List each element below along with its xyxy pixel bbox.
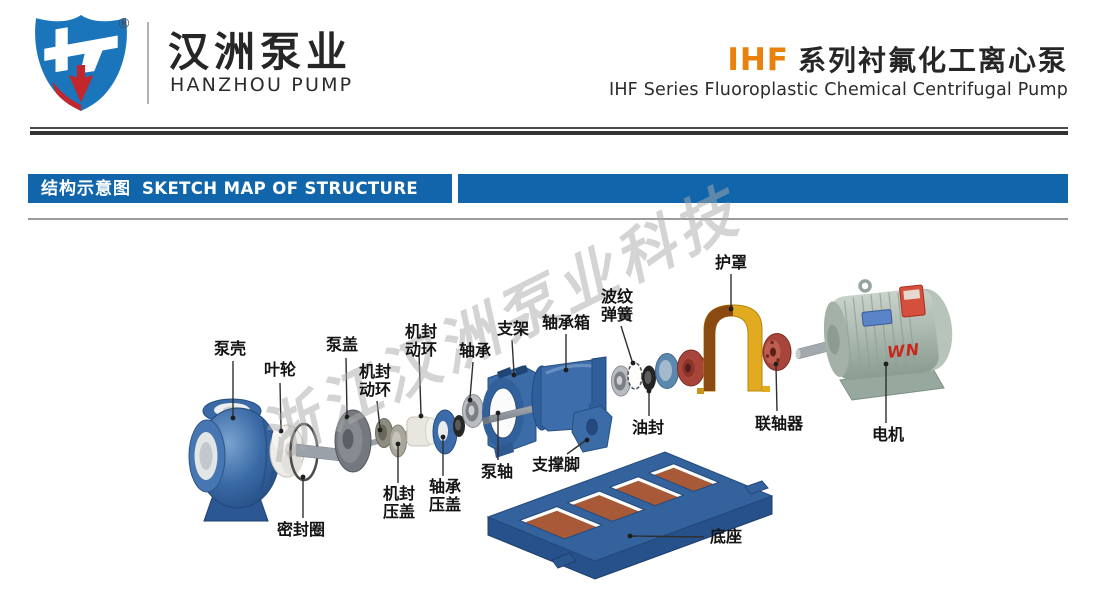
impeller-graphic: [269, 424, 305, 478]
bearing-gland-graphic: [432, 409, 458, 455]
part-label-mech-seal-rotary-ring-1: 机封动环: [358, 362, 391, 399]
part-label-bearing-gland: 轴承压盖: [428, 477, 461, 514]
part-label-support-foot: 支撑脚: [531, 455, 581, 475]
bearing-right-graphic: [611, 365, 631, 397]
pump-cover-graphic: [334, 409, 372, 473]
section-banner-tail: [458, 174, 1068, 203]
leader-dots: [230, 306, 889, 539]
part-label-bracket: 支架: [496, 319, 530, 339]
section-banner: 结构示意图 SKETCH MAP OF STRUCTURE: [28, 174, 452, 203]
bearing-cover-ring-graphic: [655, 353, 679, 389]
part-label-impeller: 叶轮: [263, 360, 297, 380]
motor-brand-text: WN: [886, 340, 921, 362]
registered-trademark-symbol: ®: [117, 16, 131, 32]
motor-graphic: WN: [795, 279, 953, 401]
coupling-half-b-graphic: [762, 333, 792, 371]
mech-seal-rotary-ring-2-graphic: [406, 416, 437, 447]
base-graphic: [486, 451, 774, 580]
part-label-pump-shaft: 泵轴: [480, 462, 514, 482]
company-logo-shield-icon: [35, 15, 127, 111]
part-label-motor: 电机: [871, 425, 905, 445]
part-label-mech-seal-gland: 机封压盖: [382, 484, 415, 521]
part-label-pump-cover: 泵盖: [325, 335, 359, 355]
part-label-bearing: 轴承: [458, 341, 492, 361]
header-divider: [147, 22, 149, 104]
part-label-guard: 护罩: [714, 253, 748, 273]
oil-seal-graphic: [642, 365, 656, 391]
section-rule: [28, 218, 1068, 220]
part-label-bearing-housing: 轴承箱: [541, 313, 591, 333]
section-title-chinese: 结构示意图: [41, 179, 131, 199]
support-foot-graphic: [571, 401, 613, 453]
section-title-english: SKETCH MAP OF STRUCTURE: [142, 179, 419, 198]
product-title-english: IHF Series Fluoroplastic Chemical Centri…: [608, 80, 1068, 100]
header-rule-thin: [30, 127, 1068, 129]
wave-spring-graphic: [627, 362, 643, 390]
part-label-coupling: 联轴器: [754, 414, 804, 434]
brand-name-chinese: 汉洲泵业: [168, 28, 352, 76]
header-rule-thick: [30, 131, 1068, 135]
part-label-seal-ring: 密封圈: [276, 520, 326, 540]
series-code: IHF: [727, 42, 789, 78]
pump-casing-graphic: [188, 398, 280, 522]
part-label-oil-seal: 油封: [631, 418, 665, 438]
leader-lines: [232, 274, 887, 538]
part-label-wave-spring: 波纹弹簧: [600, 287, 633, 324]
part-label-base: 底座: [709, 527, 743, 547]
part-label-mech-seal-rotary-ring-2: 机封动环: [404, 322, 437, 359]
guard-graphic: [697, 304, 770, 394]
brand-name-english: HANZHOU PUMP: [170, 74, 354, 96]
black-ring-graphic: [453, 415, 465, 437]
product-title-chinese: 系列衬氟化工离心泵: [797, 44, 1068, 77]
coupling-half-a-graphic: [677, 349, 706, 387]
bearing-graphic: [462, 394, 484, 428]
part-label-pump-casing: 泵壳: [213, 339, 247, 359]
